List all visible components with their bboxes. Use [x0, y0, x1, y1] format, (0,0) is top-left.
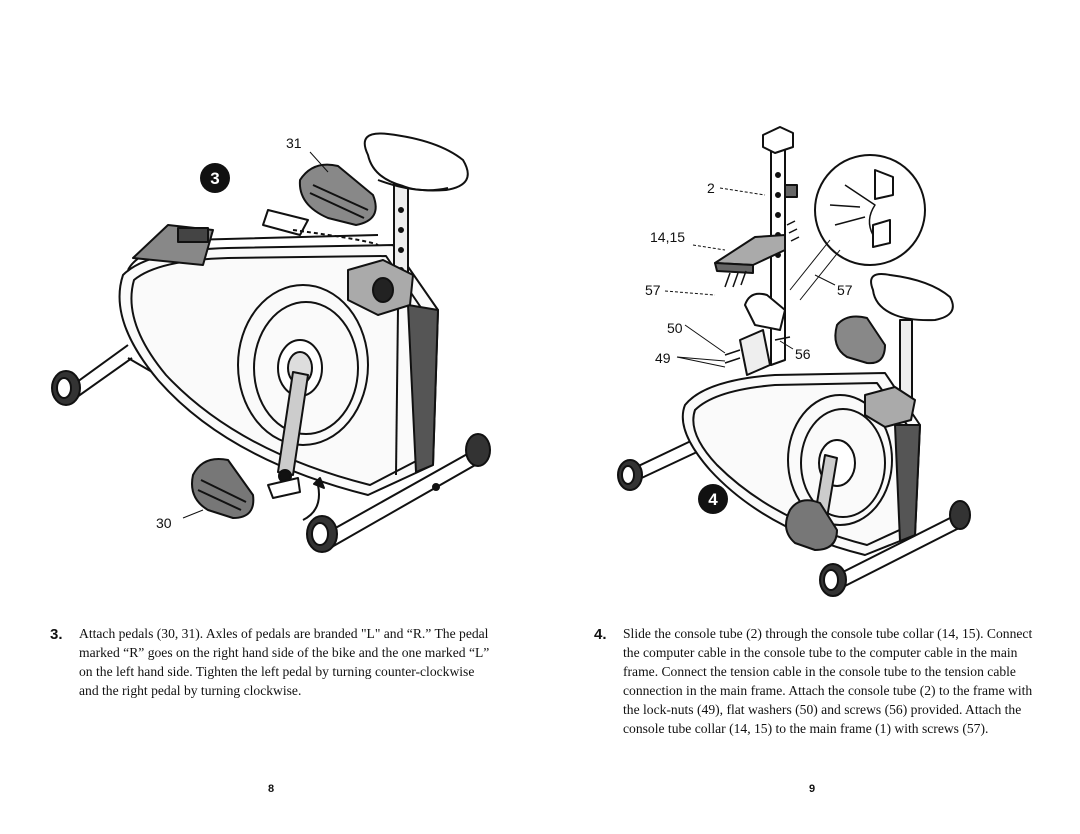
screws-57 [724, 220, 800, 288]
callout-49: 49 [655, 350, 671, 366]
step-4-badge: 4 [708, 490, 718, 509]
step-3-number: 3. [50, 626, 63, 643]
step-3-illustration: 3 31 30 [51, 132, 491, 553]
step-4-instructions: 4. Slide the console tube (2) through th… [594, 624, 1044, 738]
seat-assembly [347, 132, 469, 316]
step-3-instructions: 3. Attach pedals (30, 31). Axles of peda… [50, 624, 495, 700]
crank-arm [785, 454, 838, 551]
step-4-illustration: 2 14,15 57 57 50 49 56 4 [617, 126, 971, 597]
step-3-badge-circle [200, 163, 230, 193]
console-block [132, 224, 214, 266]
callout-50: 50 [667, 320, 683, 336]
step-4-number: 4. [594, 626, 607, 643]
pedal-left [191, 458, 325, 521]
callout-30: 30 [156, 515, 172, 531]
frame-bracket [724, 292, 791, 376]
callout-57-right: 57 [837, 282, 853, 298]
callout-14-15: 14,15 [650, 229, 685, 245]
step-4-text: Slide the console tube (2) through the c… [623, 626, 1033, 736]
step-3-text: Attach pedals (30, 31). Axles of pedals … [79, 626, 490, 698]
front-stabilizer [819, 500, 971, 597]
callout-2: 2 [707, 180, 715, 196]
seat-assembly [834, 273, 954, 428]
rear-stabilizer [617, 439, 698, 491]
console-tube-collar [714, 234, 786, 274]
callout-56: 56 [795, 346, 811, 362]
callout-31: 31 [286, 135, 302, 151]
step-4-badge-circle [698, 484, 728, 514]
page-number-left: 8 [268, 783, 275, 795]
step-3-badge: 3 [210, 169, 219, 188]
cable-detail-inset [789, 154, 926, 301]
page-number-right: 9 [809, 783, 816, 795]
front-stabilizer [306, 433, 491, 553]
callout-57-left: 57 [645, 282, 661, 298]
pedal-right [262, 163, 379, 246]
